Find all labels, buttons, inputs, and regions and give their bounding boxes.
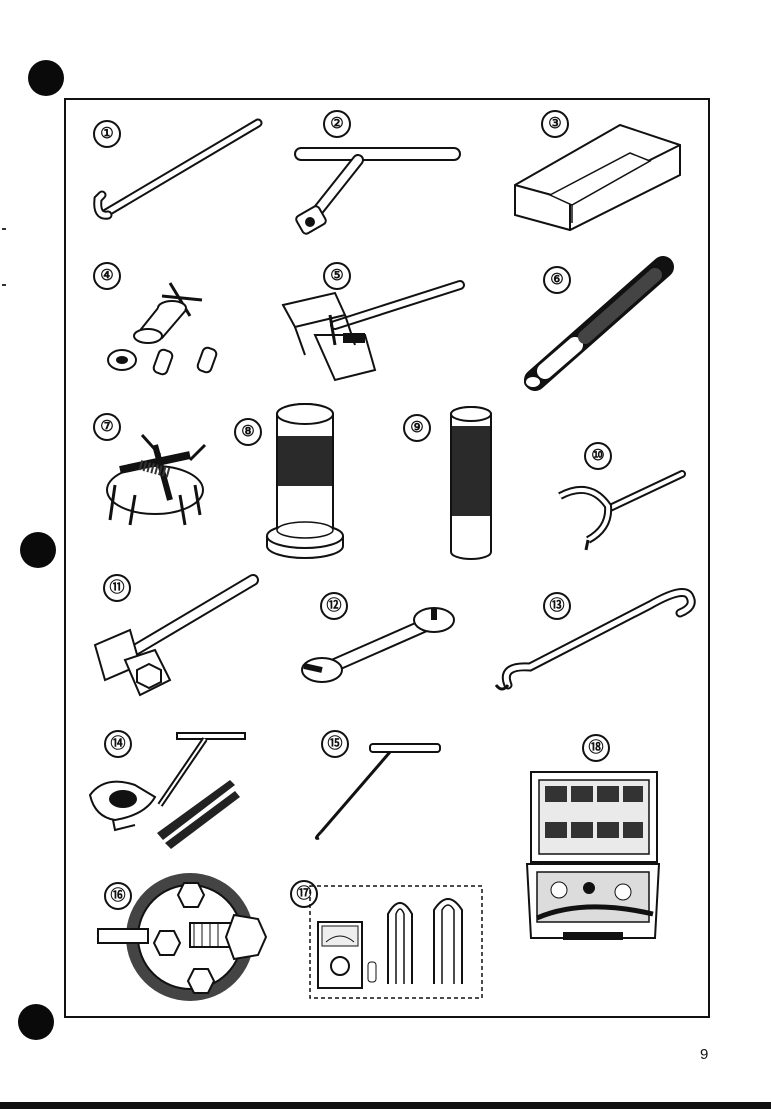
hook-wrench-rod-icon [93,118,263,220]
tool-number-15: ⑮ [321,730,349,758]
holder-block-icon [514,123,681,232]
tool-number-7: ⑦ [93,413,121,441]
binder-hole-middle [20,532,56,568]
bottom-edge-band [0,1102,771,1109]
tool-number-12: ⑫ [320,592,348,620]
hook-spanner-icon [494,588,696,691]
tool-number-8: ⑧ [234,418,262,446]
clutch-holder-icon [281,280,465,382]
binder-hole-bottom [18,1004,54,1040]
tool-number-11: ⑪ [103,574,131,602]
box-spanner-icon [93,574,259,697]
bearing-installer-icon [266,403,344,559]
tool-number-17: ⑰ [290,880,318,908]
flywheel-puller-icon [106,433,207,526]
tool-number-5: ⑤ [323,262,351,290]
margin-mark [2,228,6,230]
bearing-puller-set-icon [107,282,218,376]
drift-cylinder-icon [450,406,492,560]
tool-number-4: ④ [93,262,121,290]
multimeter-kit-icon [309,885,483,999]
tool-number-13: ⑬ [543,592,571,620]
t-socket-wrench-icon [294,147,461,235]
t-hook-puller-icon [314,743,441,840]
tool-number-14: ⑭ [104,730,132,758]
tool-number-18: ⑱ [582,734,610,762]
tool-number-3: ③ [541,110,569,138]
tools-illustration-frame [64,98,710,1018]
clamp-with-shims-icon [88,732,246,849]
open-wrench-icon [301,607,455,683]
page-number: 9 [700,1046,709,1063]
pin-spanner-icon [558,470,686,551]
tool-number-2: ② [323,110,351,138]
tool-number-6: ⑥ [543,266,571,294]
binder-hole-top [28,60,64,96]
tool-number-10: ⑩ [584,442,612,470]
rotor-puller-icon [97,873,268,1001]
tool-number-1: ① [93,120,121,148]
socket-driver-icon [524,256,674,391]
tool-number-9: ⑨ [403,414,431,442]
margin-mark [2,284,6,286]
tool-number-16: ⑯ [104,882,132,910]
electro-tester-case-icon [525,771,661,940]
